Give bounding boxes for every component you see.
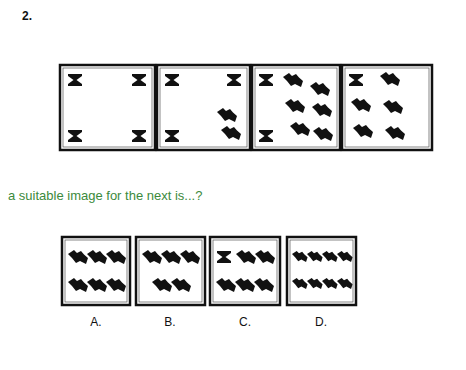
option-letter: C.	[239, 315, 251, 329]
shoe-symbol	[87, 250, 107, 264]
shoe-symbol	[385, 126, 405, 140]
shoe-symbol	[337, 278, 353, 289]
sequence-panel	[252, 65, 340, 150]
shoe-symbol	[322, 278, 338, 289]
panel-frame	[157, 65, 250, 150]
hourglass-symbol	[259, 74, 273, 86]
shoe-symbol	[142, 250, 162, 264]
hourglass-symbol	[227, 74, 241, 86]
shoe-symbol	[337, 251, 353, 262]
shoe-symbol	[312, 103, 332, 117]
shoe-symbol	[310, 82, 330, 96]
answer-panel	[210, 237, 280, 305]
panel-frame	[287, 237, 356, 305]
answer-panel	[62, 237, 130, 305]
shoe-symbol	[292, 251, 308, 262]
shoe-symbol	[380, 72, 400, 86]
shoe-symbol	[180, 250, 200, 264]
hourglass-symbol	[132, 130, 146, 142]
panel-frame	[213, 240, 277, 302]
shoe-symbol	[254, 278, 274, 292]
panel-frame	[252, 65, 340, 150]
sequence-panel	[342, 65, 432, 150]
question-prompt: a suitable image for the next is...?	[8, 188, 202, 203]
shoe-symbol	[152, 278, 172, 292]
hourglass-symbol	[349, 74, 363, 86]
answer-panel	[287, 237, 356, 305]
panel-frame	[255, 68, 337, 147]
shoe-symbol	[106, 278, 126, 292]
panel-frame	[62, 237, 130, 305]
shoe-symbol	[217, 108, 237, 122]
panel-frame	[160, 68, 247, 147]
panel-frame	[290, 240, 353, 302]
shoe-symbol	[68, 250, 88, 264]
shoe-symbol	[87, 278, 107, 292]
hourglass-symbol	[259, 130, 273, 142]
option-letter: A.	[90, 315, 101, 329]
shoe-symbol	[255, 250, 275, 264]
shoe-symbol	[161, 250, 181, 264]
hourglass-symbol	[68, 74, 82, 86]
shoe-symbol	[307, 251, 323, 262]
question-number: 2.	[22, 9, 32, 23]
panel-frame	[342, 65, 432, 150]
shoe-symbol	[353, 124, 373, 138]
shoe-symbol	[236, 250, 256, 264]
shoe-symbol	[68, 278, 88, 292]
panel-frame	[65, 240, 127, 302]
sequence-panel	[157, 65, 250, 150]
shoe-symbol	[322, 251, 338, 262]
panel-frame	[60, 65, 155, 150]
panel-frame	[63, 68, 152, 147]
panel-frame	[345, 68, 429, 147]
sequence-panel	[60, 65, 155, 150]
shoe-symbol	[292, 278, 308, 289]
shoe-symbol	[106, 250, 126, 264]
option-letter: D.	[315, 315, 327, 329]
hourglass-symbol	[217, 251, 231, 263]
panel-frame	[136, 237, 205, 305]
shoe-symbol	[235, 278, 255, 292]
hourglass-symbol	[68, 130, 82, 142]
shoe-symbol	[313, 127, 333, 141]
panel-frame	[210, 237, 280, 305]
shoe-symbol	[383, 100, 403, 114]
shoe-symbol	[221, 126, 241, 140]
option-letter: B.	[164, 315, 175, 329]
shoe-symbol	[171, 278, 191, 292]
shoe-symbol	[216, 278, 236, 292]
shoe-symbol	[283, 73, 303, 87]
hourglass-symbol	[165, 130, 179, 142]
shoe-symbol	[307, 278, 323, 289]
panel-frame	[139, 240, 202, 302]
hourglass-symbol	[132, 74, 146, 86]
hourglass-symbol	[165, 74, 179, 86]
shoe-symbol	[351, 98, 371, 112]
shoe-symbol	[290, 122, 310, 136]
answer-panel	[136, 237, 205, 305]
shoe-symbol	[285, 99, 305, 113]
